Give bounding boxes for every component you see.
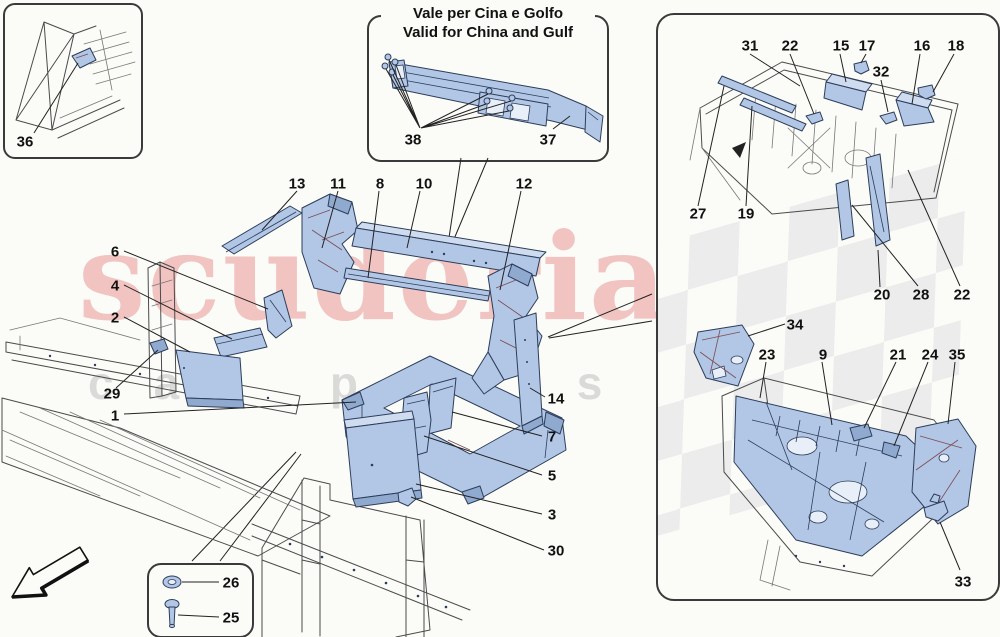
callout-11: 11 [330, 175, 346, 193]
callout-34: 34 [786, 316, 804, 334]
callout-5: 5 [547, 467, 557, 485]
callout-15: 15 [832, 37, 850, 55]
callout-28: 28 [912, 286, 930, 304]
callout-23: 23 [758, 346, 776, 364]
callout-22-bottom: 22 [953, 286, 971, 304]
callout-13: 13 [288, 175, 306, 193]
callout-37: 37 [539, 131, 557, 149]
callout-6: 6 [110, 243, 120, 261]
callout-32: 32 [872, 63, 890, 81]
callout-1: 1 [110, 407, 120, 425]
checkered-flag-motif [658, 15, 994, 595]
callout-14: 14 [547, 390, 565, 408]
callout-35: 35 [948, 346, 966, 364]
china-gulf-title: Vale per Cina e Golfo Valid for China an… [381, 4, 595, 42]
callout-26: 26 [222, 574, 240, 592]
direction-arrow-icon [11, 546, 90, 599]
callout-38: 38 [404, 131, 422, 149]
callout-27: 27 [689, 205, 707, 223]
callout-19: 19 [737, 205, 755, 223]
callout-3: 3 [547, 506, 557, 524]
callout-24: 24 [921, 346, 939, 364]
callout-18: 18 [947, 37, 965, 55]
callout-29: 29 [103, 385, 121, 403]
callout-7: 7 [547, 428, 557, 446]
callout-2: 2 [110, 309, 120, 327]
callout-9: 9 [818, 346, 828, 364]
callout-21: 21 [889, 346, 907, 364]
callout-8: 8 [375, 175, 385, 193]
callout-31: 31 [741, 37, 759, 55]
callout-16: 16 [913, 37, 931, 55]
callout-25: 25 [222, 609, 240, 627]
callout-30: 30 [547, 542, 565, 560]
callout-33: 33 [954, 573, 972, 591]
china-gulf-title-line1: Vale per Cina e Golfo [412, 5, 564, 22]
callout-12: 12 [515, 175, 533, 193]
callout-22-top: 22 [781, 37, 799, 55]
watermark-brand-text: scuderia [78, 207, 669, 348]
callout-17: 17 [858, 37, 876, 55]
callout-10: 10 [415, 175, 433, 193]
china-gulf-title-line2: Valid for China and Gulf [402, 24, 573, 41]
callout-4: 4 [110, 277, 120, 295]
callout-20: 20 [873, 286, 891, 304]
callout-36: 36 [16, 133, 34, 151]
